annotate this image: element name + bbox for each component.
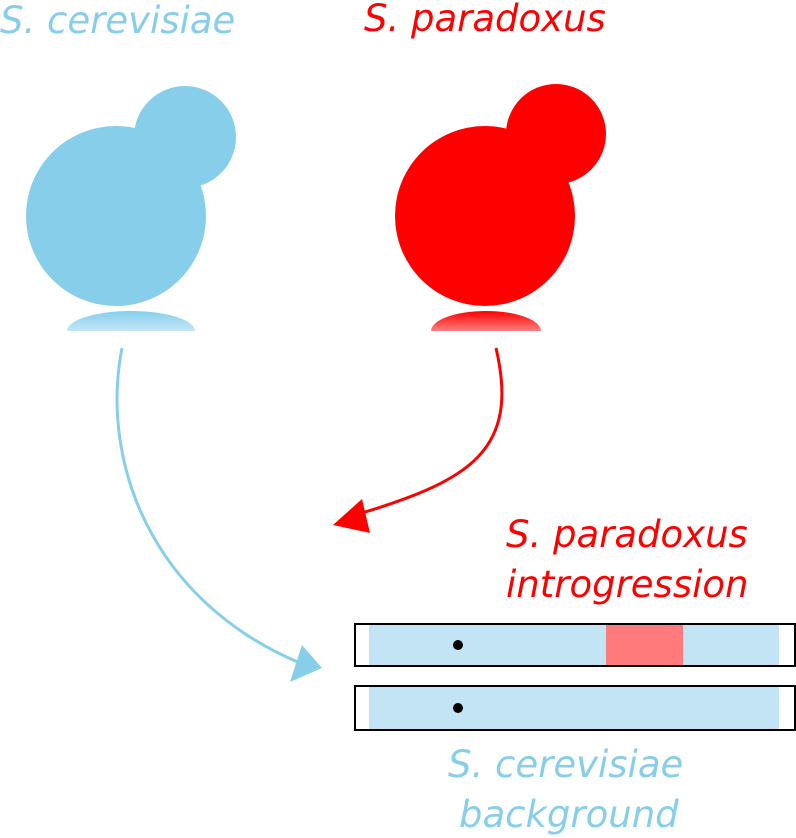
chromosome-with-introgression: [354, 623, 796, 667]
introgression-label-line1: S. paradoxus: [506, 513, 748, 556]
introgression-segment: [606, 625, 683, 665]
background-label-line1: S. cerevisiae: [448, 743, 683, 786]
cerevisiae-cell-icon: [26, 86, 236, 351]
paradoxus-arrow: [333, 347, 504, 533]
background-label-line2: background: [459, 793, 679, 836]
paradoxus-cell-icon: [395, 84, 606, 351]
centromere-dot: [453, 703, 463, 713]
centromere-dot: [453, 640, 463, 650]
chromosome-background: [354, 685, 796, 731]
introgression-label-line2: introgression: [506, 563, 748, 606]
cerevisiae-arrow: [115, 347, 322, 682]
paradoxus-title: S. paradoxus: [364, 0, 606, 40]
cerevisiae-title: S. cerevisiae: [0, 0, 235, 42]
